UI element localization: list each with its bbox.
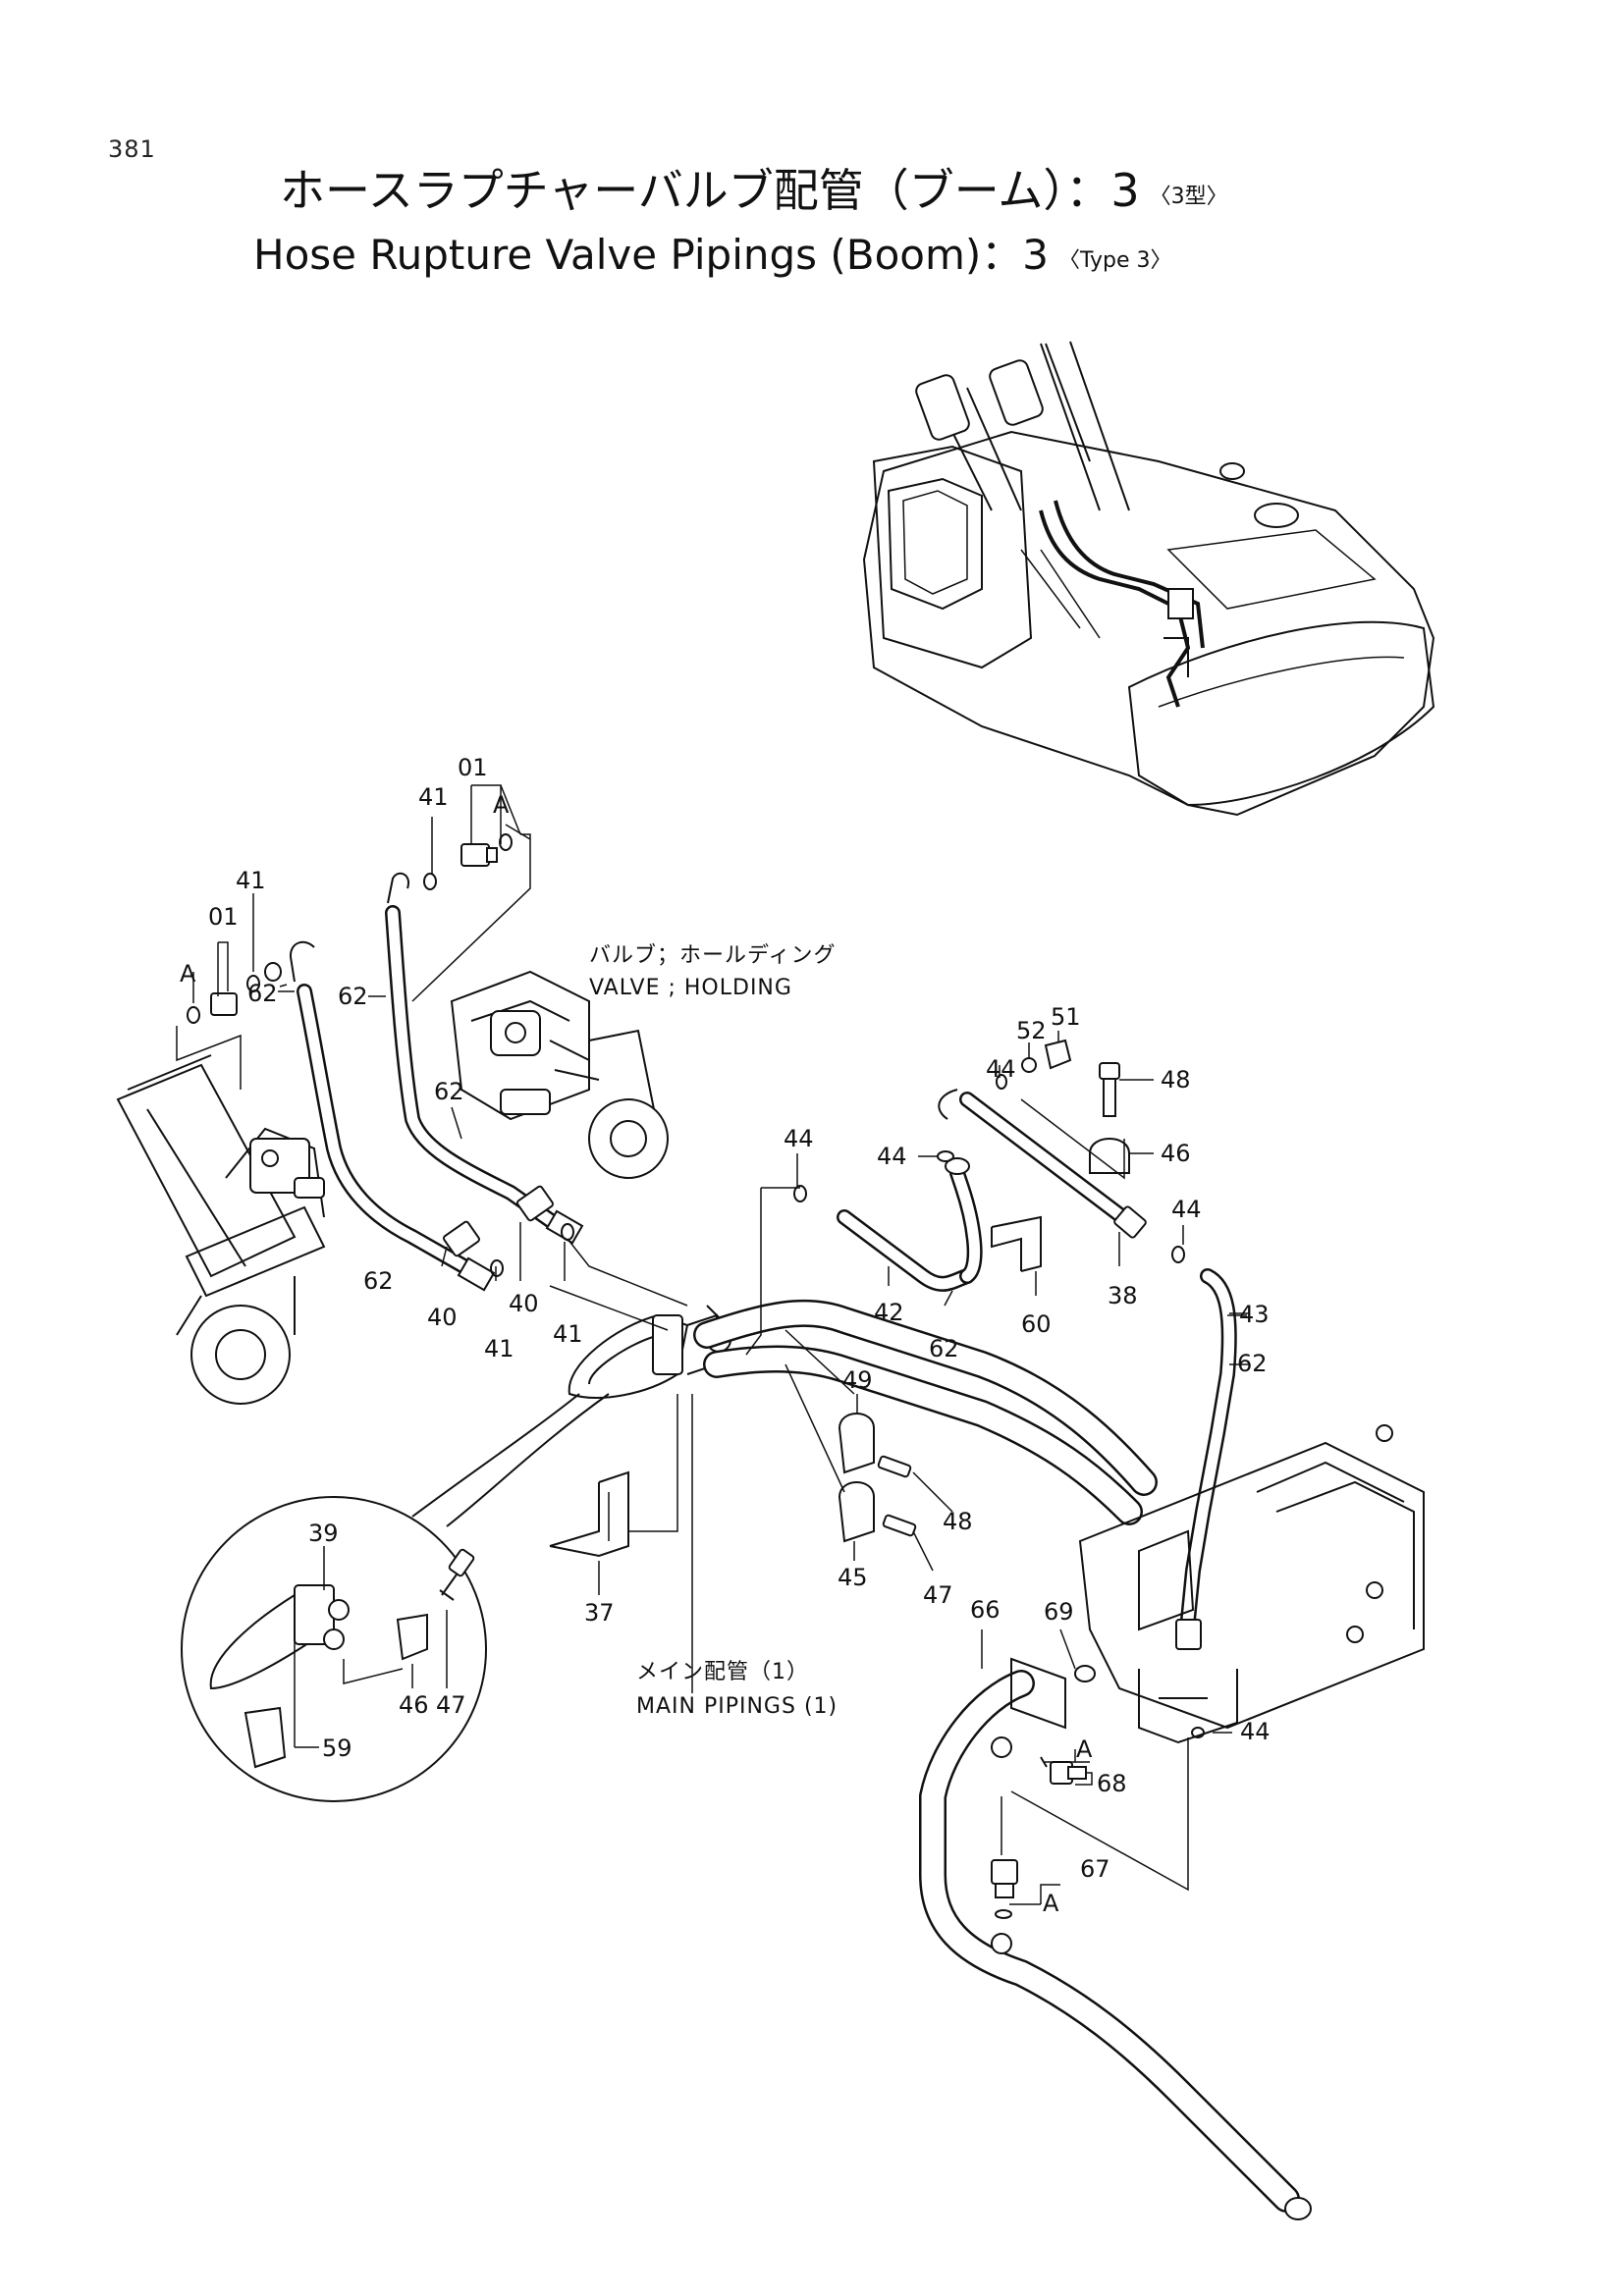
callout-48: 48 (1161, 1066, 1191, 1094)
page-number: 381 (108, 135, 156, 163)
boom-cylinder-left (116, 1054, 326, 1405)
callout-52: 52 (1016, 1017, 1047, 1044)
bracket-60 (991, 1215, 1042, 1272)
callout-40: 40 (509, 1290, 539, 1317)
callout-47: 47 (923, 1581, 953, 1609)
title-japanese-text: ホースラプチャーバルブ配管（ブーム）：3 (280, 164, 1140, 217)
callout-66: 66 (970, 1596, 1001, 1624)
callout-59: 59 (322, 1735, 352, 1762)
callout-48: 48 (943, 1508, 973, 1535)
fitting-68 (1040, 1756, 1087, 1785)
callout-60: 60 (1021, 1310, 1052, 1338)
callout-42: 42 (874, 1299, 904, 1326)
pipe-42 (837, 1157, 983, 1292)
note-main-pipings-japanese: メイン配管（1） (636, 1660, 809, 1684)
callout-41: 41 (484, 1335, 514, 1362)
callout-62: 62 (363, 1267, 394, 1295)
title-english-text: Hose Rupture Valve Pipings (Boom)：3 (253, 231, 1049, 279)
callout-41: 41 (418, 783, 449, 811)
pipe-38 (938, 1089, 1147, 1239)
hose-43-62 (1175, 1268, 1237, 1650)
callout-45: 45 (838, 1564, 868, 1591)
callout-62: 62 (1237, 1350, 1268, 1377)
callout-62: 62 (338, 983, 368, 1010)
callout-A: A (1076, 1735, 1093, 1763)
callout-01: 01 (458, 754, 488, 781)
callout-44: 44 (784, 1125, 814, 1152)
note-valve-english: VALVE ; HOLDING (589, 976, 792, 1000)
callout-44: 44 (986, 1055, 1016, 1083)
callout-62: 62 (247, 980, 278, 1007)
callout-43: 43 (1239, 1301, 1270, 1328)
callout-68: 68 (1097, 1770, 1127, 1797)
callout-67: 67 (1080, 1855, 1110, 1883)
note-valve-japanese: バルブ；ホールディング (589, 943, 836, 968)
callout-39: 39 (308, 1520, 339, 1547)
title-english-type: 〈Type 3〉 (1058, 247, 1172, 273)
callout-44: 44 (1240, 1718, 1271, 1745)
callout-41: 41 (236, 867, 266, 894)
hose-62-right (385, 872, 584, 1245)
callout-46: 46 (1161, 1140, 1191, 1167)
pipe-66 (919, 1657, 1312, 2220)
small-parts (187, 833, 1205, 1738)
leader-lines (176, 784, 1250, 1905)
hose-62-left (289, 940, 496, 1292)
callout-62: 62 (929, 1335, 959, 1362)
holding-valve (450, 970, 669, 1179)
title-english: Hose Rupture Valve Pipings (Boom)：3 〈Type… (253, 222, 1172, 282)
fitting-67 (991, 1859, 1018, 1919)
callout-44: 44 (877, 1143, 907, 1170)
title-japanese-type: 〈3型〉 (1149, 184, 1228, 209)
callout-labels: 01 41 A 41 01 A 62 62 62 62 62 62 40 40 … (180, 754, 1271, 1917)
callout-46: 46 (399, 1691, 429, 1719)
callout-A: A (1043, 1890, 1059, 1917)
callout-37: 37 (584, 1599, 615, 1627)
callout-41: 41 (553, 1320, 583, 1348)
callout-A: A (493, 791, 510, 819)
callout-69: 69 (1044, 1598, 1074, 1626)
callout-47: 47 (436, 1691, 466, 1719)
rupture-valve-assembly (549, 1299, 1158, 1558)
callout-44: 44 (1171, 1196, 1202, 1223)
callout-62: 62 (434, 1078, 464, 1105)
callout-01: 01 (208, 903, 239, 931)
callout-A: A (180, 960, 196, 988)
callout-49: 49 (842, 1366, 873, 1394)
title-japanese: ホースラプチャーバルブ配管（ブーム）：3 〈3型〉 (280, 155, 1228, 220)
notes: バルブ；ホールディング VALVE ; HOLDING メイン配管（1） MAI… (589, 943, 838, 1719)
callout-38: 38 (1108, 1282, 1138, 1309)
note-main-pipings-english: MAIN PIPINGS (1) (636, 1694, 838, 1719)
excavator-overview-illustration (862, 341, 1435, 817)
callout-40: 40 (427, 1304, 458, 1331)
detail-magnifier (181, 1393, 610, 1802)
control-valve (1078, 1424, 1425, 1744)
callout-51: 51 (1051, 1003, 1081, 1031)
